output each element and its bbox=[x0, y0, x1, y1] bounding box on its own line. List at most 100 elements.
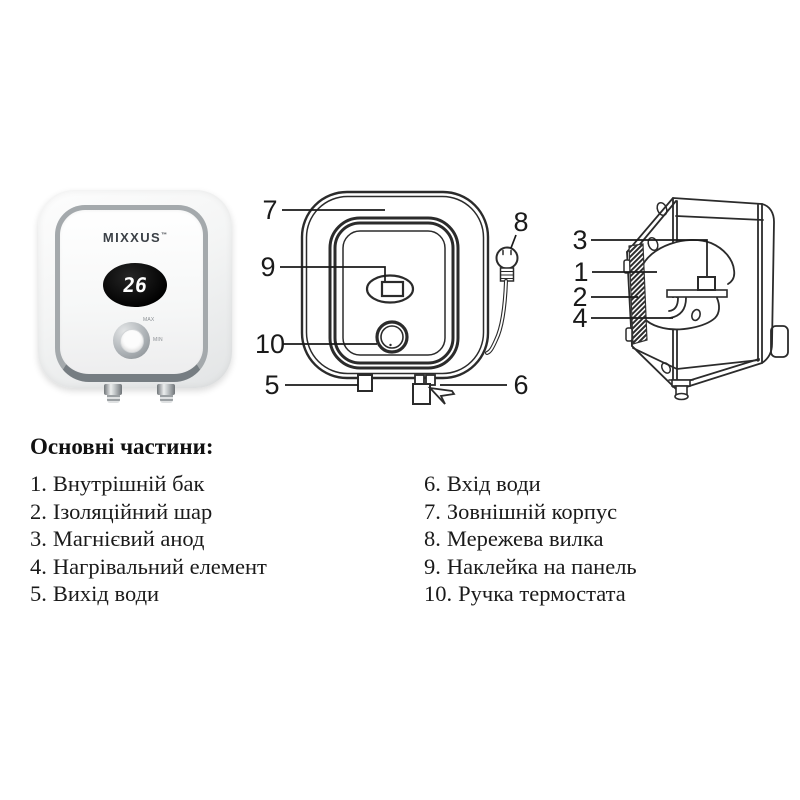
panel-sticker bbox=[380, 280, 405, 298]
thermostat-knob bbox=[113, 322, 150, 359]
legend-title: Основні частини: bbox=[30, 434, 214, 459]
plug-slots bbox=[502, 249, 512, 256]
panel-outline-3 bbox=[342, 230, 446, 356]
legend-item-text: Вихід води bbox=[52, 581, 160, 607]
knob-dot bbox=[389, 343, 392, 347]
power-cable-inner bbox=[486, 280, 507, 354]
legend-item-number: 8. bbox=[424, 526, 441, 552]
legend-item-text: Зовнішній корпус bbox=[446, 498, 618, 524]
top-inner-edge bbox=[675, 215, 764, 221]
knob-outer bbox=[375, 320, 409, 354]
legend-item-2: 2.Ізоляційний шар bbox=[30, 498, 267, 526]
panel-outline-1 bbox=[328, 216, 460, 370]
bottom-left-edge bbox=[631, 345, 678, 391]
legend-column-right: 6.Вхід води 7.Зовнішній корпус 8.Мережев… bbox=[424, 470, 637, 608]
callout-1: 1 bbox=[573, 257, 588, 287]
callout-line-8 bbox=[510, 234, 517, 249]
callout-4: 4 bbox=[572, 303, 587, 333]
pipe-thread bbox=[159, 395, 173, 403]
foot-plate bbox=[671, 379, 691, 387]
legend-item-number: 5. bbox=[30, 581, 47, 607]
inner-tank-fill bbox=[640, 240, 735, 330]
mounting-bracket bbox=[770, 325, 789, 358]
legend-item-10: 10.Ручка термостата bbox=[424, 580, 637, 608]
legend-item-5: 5.Вихід води bbox=[30, 580, 267, 608]
inlet-valve-lever bbox=[427, 386, 456, 405]
legend-item-6: 6.Вхід води bbox=[424, 470, 637, 498]
foot-cap bbox=[674, 392, 689, 401]
front-view-diagram: 7 9 10 5 6 8 bbox=[255, 190, 529, 405]
water-inlet-pipe bbox=[157, 384, 175, 404]
knob-min-label: MIN bbox=[153, 337, 163, 343]
callout-line-3 bbox=[591, 239, 708, 276]
bottom-inner-edge bbox=[632, 347, 760, 370]
legend-item-8: 8.Мережева вилка bbox=[424, 525, 637, 553]
screw-hole-bottom bbox=[660, 362, 672, 374]
legend-item-text: Нагрівальний елемент bbox=[52, 553, 267, 579]
insulation-hatch-band bbox=[628, 243, 648, 345]
left-nub-bottom bbox=[625, 327, 633, 342]
display-oval bbox=[365, 274, 415, 304]
legend-item-text: Мережева вилка bbox=[446, 526, 604, 552]
brand-logo: MIXXUS™ bbox=[38, 230, 232, 245]
callout-6: 6 bbox=[513, 370, 528, 400]
legend-item-9: 9.Наклейка на панель bbox=[424, 553, 637, 581]
legend-column-left: 1.Внутрішній бак 2.Ізоляційний шар 3.Маг… bbox=[30, 470, 267, 608]
callout-line-9 bbox=[280, 266, 386, 281]
legend-item-number: 4. bbox=[30, 553, 47, 579]
legend-item-text: Наклейка на панель bbox=[446, 553, 637, 579]
screw-hole-top bbox=[656, 201, 668, 217]
callout-5: 5 bbox=[264, 370, 279, 400]
right-outer-edge bbox=[761, 203, 775, 364]
legend-item-text: Вхід води bbox=[446, 471, 541, 496]
inner-tank-bottom-outline bbox=[639, 297, 720, 331]
panel-outline-2 bbox=[333, 221, 455, 365]
legend-item-number: 3. bbox=[30, 526, 47, 552]
callout-2: 2 bbox=[572, 282, 587, 312]
water-outlet-pipe bbox=[104, 384, 122, 404]
legend-item-text: Внутрішній бак bbox=[52, 471, 205, 496]
legend-item-text: Магнієвий анод bbox=[52, 526, 205, 552]
legend-item-number: 1. bbox=[30, 471, 47, 496]
inlet-valve-body bbox=[412, 383, 431, 405]
outlet-stub bbox=[357, 374, 373, 392]
callout-10: 10 bbox=[255, 329, 285, 359]
knob-inner bbox=[380, 325, 404, 349]
callout-8: 8 bbox=[513, 207, 528, 237]
legend-item-number: 2. bbox=[30, 498, 47, 524]
pipe-nut bbox=[157, 384, 175, 395]
callout-3: 3 bbox=[572, 225, 587, 255]
outer-casing-inner-outline bbox=[305, 195, 485, 375]
pipe-nut bbox=[104, 384, 122, 395]
heating-element-inner bbox=[668, 297, 679, 312]
side-view-diagram: 3 1 2 4 bbox=[572, 197, 789, 401]
anode-plug bbox=[697, 276, 716, 291]
legend-item-4: 4.Нагрівальний елемент bbox=[30, 553, 267, 581]
legend-item-number: 10. bbox=[424, 581, 453, 607]
inner-tank-top-outline bbox=[640, 239, 736, 285]
legend-item-7: 7.Зовнішній корпус bbox=[424, 498, 637, 526]
legend-item-3: 3.Магнієвий анод bbox=[30, 525, 267, 553]
temperature-display: 26 bbox=[103, 263, 167, 307]
element-hole bbox=[691, 308, 701, 322]
legend-item-text: Ізоляційний шар bbox=[52, 498, 213, 524]
flange-plate bbox=[666, 289, 728, 298]
legend-item-number: 7. bbox=[424, 498, 441, 524]
right-panel-lines bbox=[757, 203, 763, 363]
brand-text: MIXXUS bbox=[102, 230, 162, 245]
plug-head bbox=[495, 246, 519, 270]
outer-casing-outline bbox=[300, 190, 490, 380]
plug-pins-lines bbox=[500, 271, 514, 279]
trademark-symbol: ™ bbox=[161, 232, 168, 239]
product-photo: MIXXUS™ 26 MAX MIN bbox=[38, 188, 232, 406]
legend-item-number: 6. bbox=[424, 471, 441, 496]
thermostat-knob-cap bbox=[119, 328, 144, 353]
callout-9: 9 bbox=[260, 252, 275, 282]
legend-item-number: 9. bbox=[424, 553, 441, 579]
top-edge bbox=[672, 197, 763, 205]
legend-item-1: 1.Внутрішній бак bbox=[30, 470, 267, 498]
callout-7: 7 bbox=[262, 195, 277, 225]
pipe-thread bbox=[106, 395, 120, 403]
temperature-value: 26 bbox=[121, 273, 149, 297]
